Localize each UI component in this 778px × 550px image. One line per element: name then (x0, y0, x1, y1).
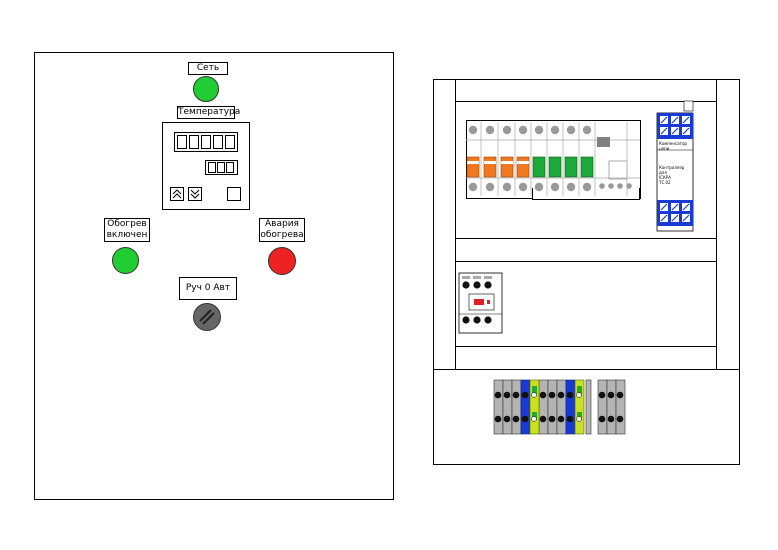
separator-line (433, 369, 740, 370)
mode-selector-switch[interactable] (193, 303, 221, 331)
temperature-label: Температура (177, 106, 241, 119)
heating-alarm-indicator-lamp (268, 247, 296, 275)
chevron-up-icon (172, 189, 182, 199)
heating-on-indicator-lamp (112, 247, 139, 274)
chevron-down-icon (190, 189, 200, 199)
set-button[interactable] (227, 187, 241, 201)
separator-line (455, 346, 717, 347)
left-rail-line (455, 79, 456, 370)
display-digit (217, 162, 225, 173)
separator-line (455, 261, 717, 262)
switch-knob-icon (199, 309, 215, 325)
heating-on-label: Обогрев включен (104, 218, 150, 242)
down-arrow-button[interactable] (188, 187, 202, 201)
display-digit (226, 162, 234, 173)
up-arrow-button[interactable] (170, 187, 184, 201)
controller-module-title: Компенсатор цепи (659, 141, 687, 151)
display-digit (177, 135, 187, 149)
controller-module-label: Контроллер для IСКРА ТС.02 (659, 165, 685, 185)
network-label: Сеть (188, 62, 228, 75)
heating-alarm-label: Авария обогрева (259, 218, 305, 242)
right-rail-line (716, 79, 717, 370)
separator-line (455, 238, 717, 239)
display-digit (201, 135, 211, 149)
breaker-block-lower (532, 188, 640, 200)
mode-switch-label: Руч 0 Авт (179, 277, 237, 300)
display-digit (225, 135, 235, 149)
display-digit (189, 135, 199, 149)
network-indicator-lamp (193, 76, 219, 102)
display-digit (213, 135, 223, 149)
display-digit (208, 162, 216, 173)
separator-line (455, 101, 717, 102)
